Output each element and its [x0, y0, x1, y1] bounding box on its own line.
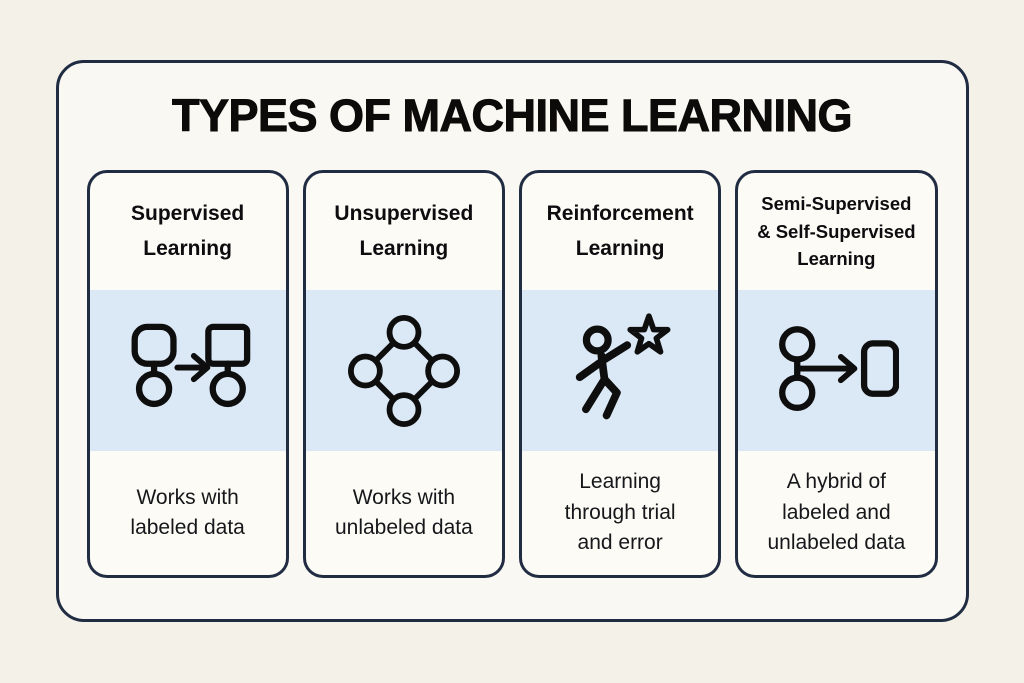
icon-band: [522, 290, 719, 451]
page-title: TYPES OF MACHINE LEARNING: [171, 90, 853, 141]
cluster-nodes-icon: [347, 314, 460, 427]
icon-band: [305, 290, 502, 451]
icon-band: [89, 290, 286, 451]
person-reaching-star-icon: [575, 312, 671, 419]
labeled-data-mapping-icon: [131, 323, 250, 408]
icon-band: [738, 290, 935, 451]
hybrid-data-flow-icon: [779, 326, 900, 411]
